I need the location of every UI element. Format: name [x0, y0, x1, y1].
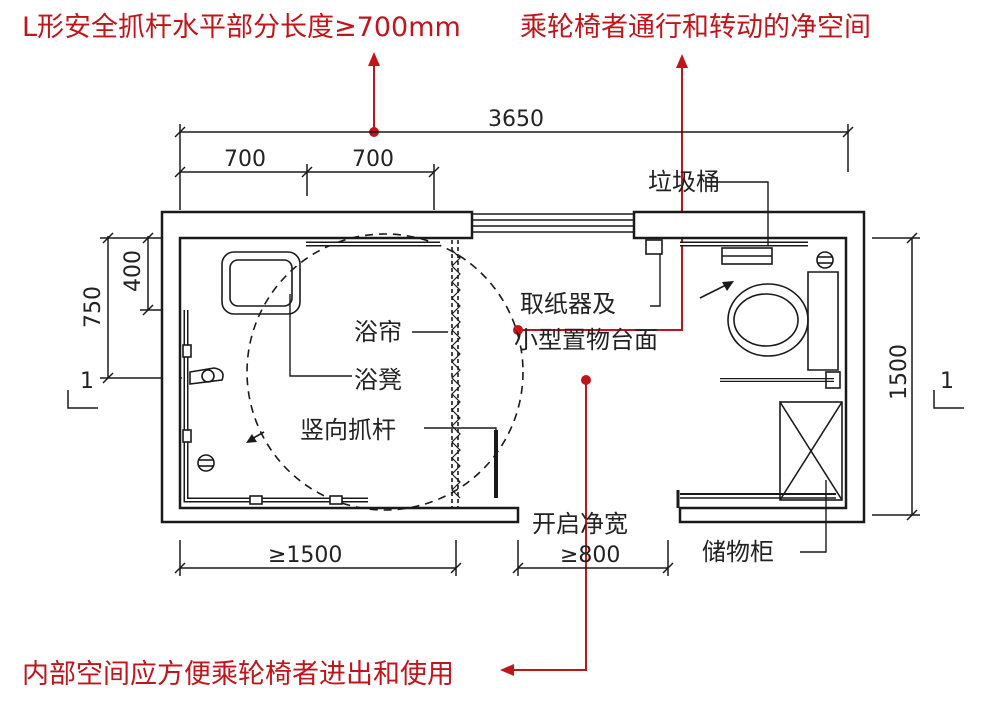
dimension-lines: [67, 124, 964, 576]
labels: 垃圾桶 取纸器及 小型置物台面 浴帘 浴凳 竖向抓杆 开启净宽 储物柜: [300, 168, 774, 566]
label-trash-bin: 垃圾桶: [648, 168, 720, 196]
arrow-up-icon: [676, 54, 688, 68]
label-paper-shelf: 小型置物台面: [514, 326, 658, 354]
dim-vertical-750: 750: [81, 286, 106, 328]
dim-vertical-400: 400: [121, 250, 146, 292]
label-stool: 浴凳: [354, 366, 402, 394]
label-leaders: [289, 181, 827, 553]
label-curtain: 浴帘: [354, 318, 402, 346]
dim-grab-bar-1: 700: [224, 147, 266, 172]
leader-line-wheelchair: [518, 64, 683, 331]
window: [472, 213, 634, 233]
fixtures: [182, 233, 843, 511]
leader-dot-interior: [581, 375, 591, 385]
arrow-icon: [722, 281, 734, 291]
annotation-wheelchair-space: 乘轮椅者通行和转动的净空间: [520, 12, 871, 43]
walls: [160, 210, 866, 524]
dim-grab-bar-2: 700: [352, 147, 394, 172]
section-marker-right: 1: [940, 369, 954, 394]
shower-stool: [221, 251, 301, 315]
annotation-grab-bar-length: L形安全抓杆水平部分长度≥700mm: [22, 12, 461, 43]
label-vertical-bar: 竖向抓杆: [300, 416, 396, 444]
dim-min-1500: ≥1500: [268, 543, 342, 568]
floor-drain-icon: [197, 454, 215, 472]
label-paper-holder: 取纸器及: [520, 290, 616, 318]
paper-holder: [645, 239, 663, 255]
arrow-left-icon: [500, 664, 514, 676]
leader-dot-wheelchair: [513, 325, 523, 335]
floor-drain-icon: [816, 251, 834, 269]
dim-min-800: ≥800: [560, 543, 620, 568]
leader-line-interior: [512, 380, 587, 671]
label-door-width: 开启净宽: [532, 510, 628, 538]
l-grab-bar: [183, 310, 368, 503]
toilet: [807, 271, 839, 371]
dim-total-width: 3650: [488, 107, 544, 132]
turning-circle: [246, 233, 524, 511]
storage-cabinet: [779, 401, 843, 501]
dimension-texts: 3650 700 700 ≥1500 ≥800 750 400 1500 1 1: [80, 107, 954, 568]
dim-height-1500: 1500: [887, 344, 912, 400]
arrow-up-icon: [368, 52, 380, 66]
arrow-icon: [246, 434, 257, 443]
shower-faucet-icon: [189, 367, 224, 385]
annotation-interior-space: 内部空间应方便乘轮椅者进出和使用: [22, 659, 454, 690]
annotation-group: L形安全抓杆水平部分长度≥700mm 乘轮椅者通行和转动的净空间 内部空间应方便…: [22, 12, 871, 690]
label-cabinet: 储物柜: [702, 538, 774, 566]
section-marker-left: 1: [80, 369, 94, 394]
